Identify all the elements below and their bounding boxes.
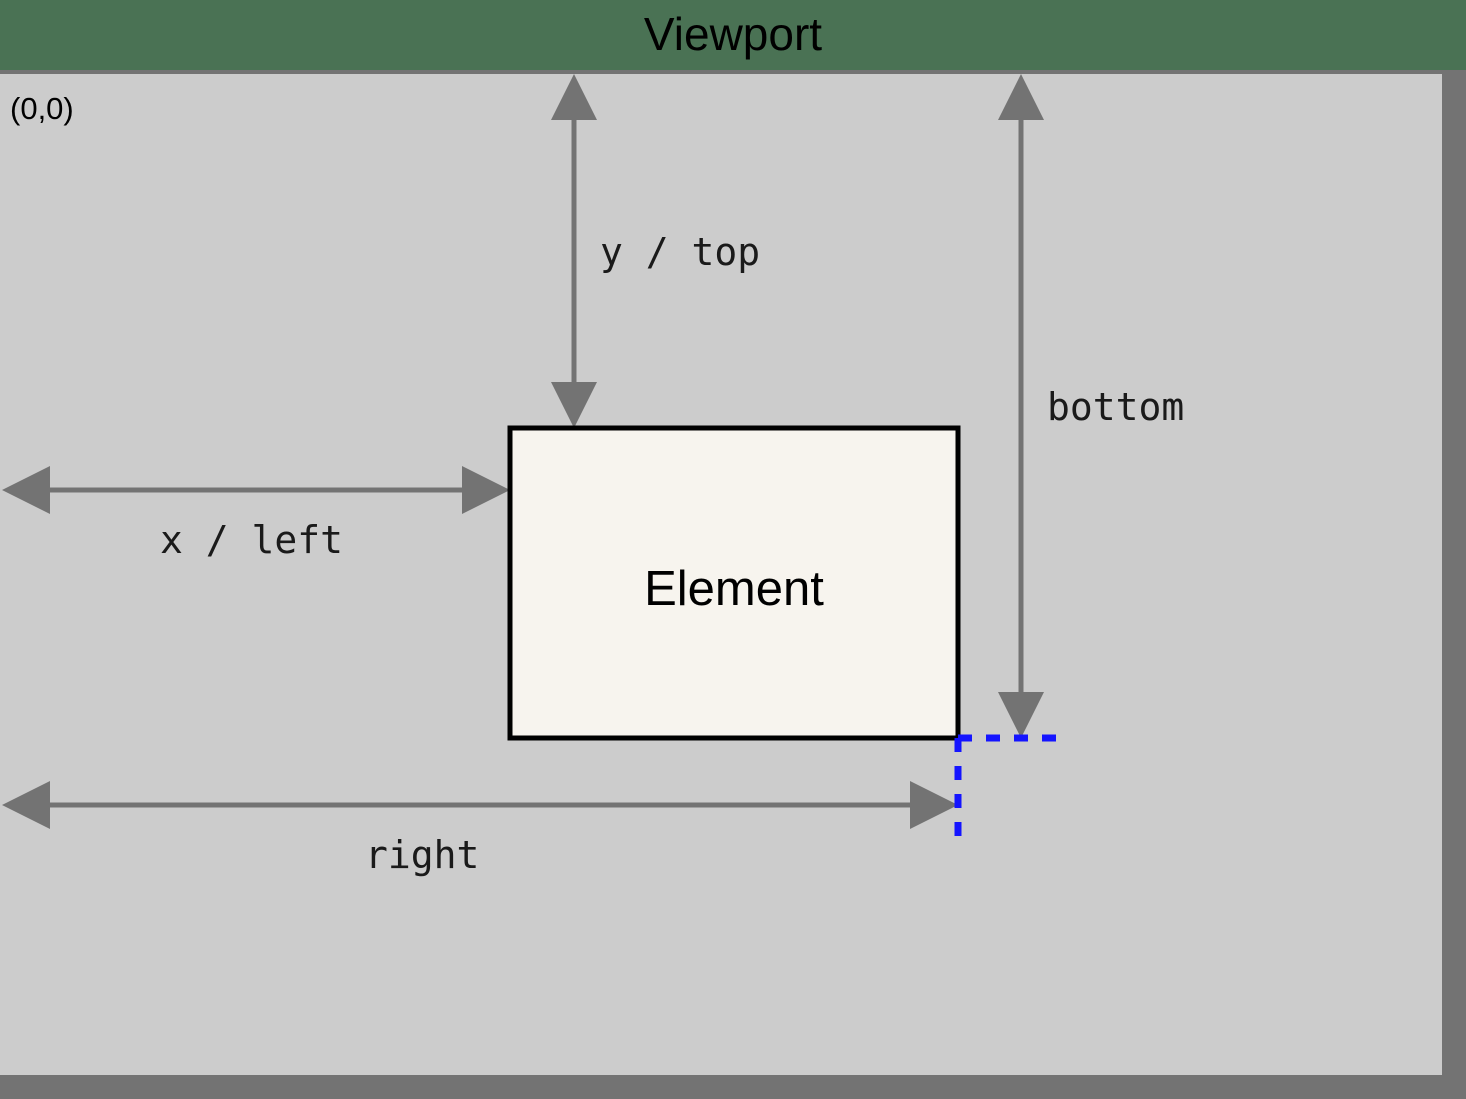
measure-bottom-arrowhead-up [998, 74, 1044, 120]
measure-y-top: y / top [551, 74, 760, 428]
element-box [507, 425, 961, 741]
header-band [0, 0, 1466, 70]
page-title: Viewport [644, 8, 822, 60]
measure-y-top-arrowhead-up [551, 74, 597, 120]
origin-label: (0,0) [10, 91, 74, 126]
measure-right-arrowhead-left [2, 781, 50, 829]
measure-x-left-arrowhead-left [2, 466, 50, 514]
measure-x-left: x / left [2, 466, 510, 562]
measure-y-top-label: y / top [600, 230, 760, 274]
measure-x-left-arrowhead-right [462, 466, 510, 514]
measure-right-label: right [365, 833, 479, 877]
measure-y-top-arrowhead-down [551, 382, 597, 428]
measure-bottom-arrowhead-down [998, 692, 1044, 738]
measure-bottom-label: bottom [1047, 385, 1184, 429]
element-label: Element [644, 562, 824, 616]
measure-x-left-label: x / left [160, 518, 343, 562]
measure-right-arrowhead-right [910, 781, 958, 829]
measure-right: right [2, 781, 958, 877]
measure-bottom: bottom [998, 74, 1184, 738]
